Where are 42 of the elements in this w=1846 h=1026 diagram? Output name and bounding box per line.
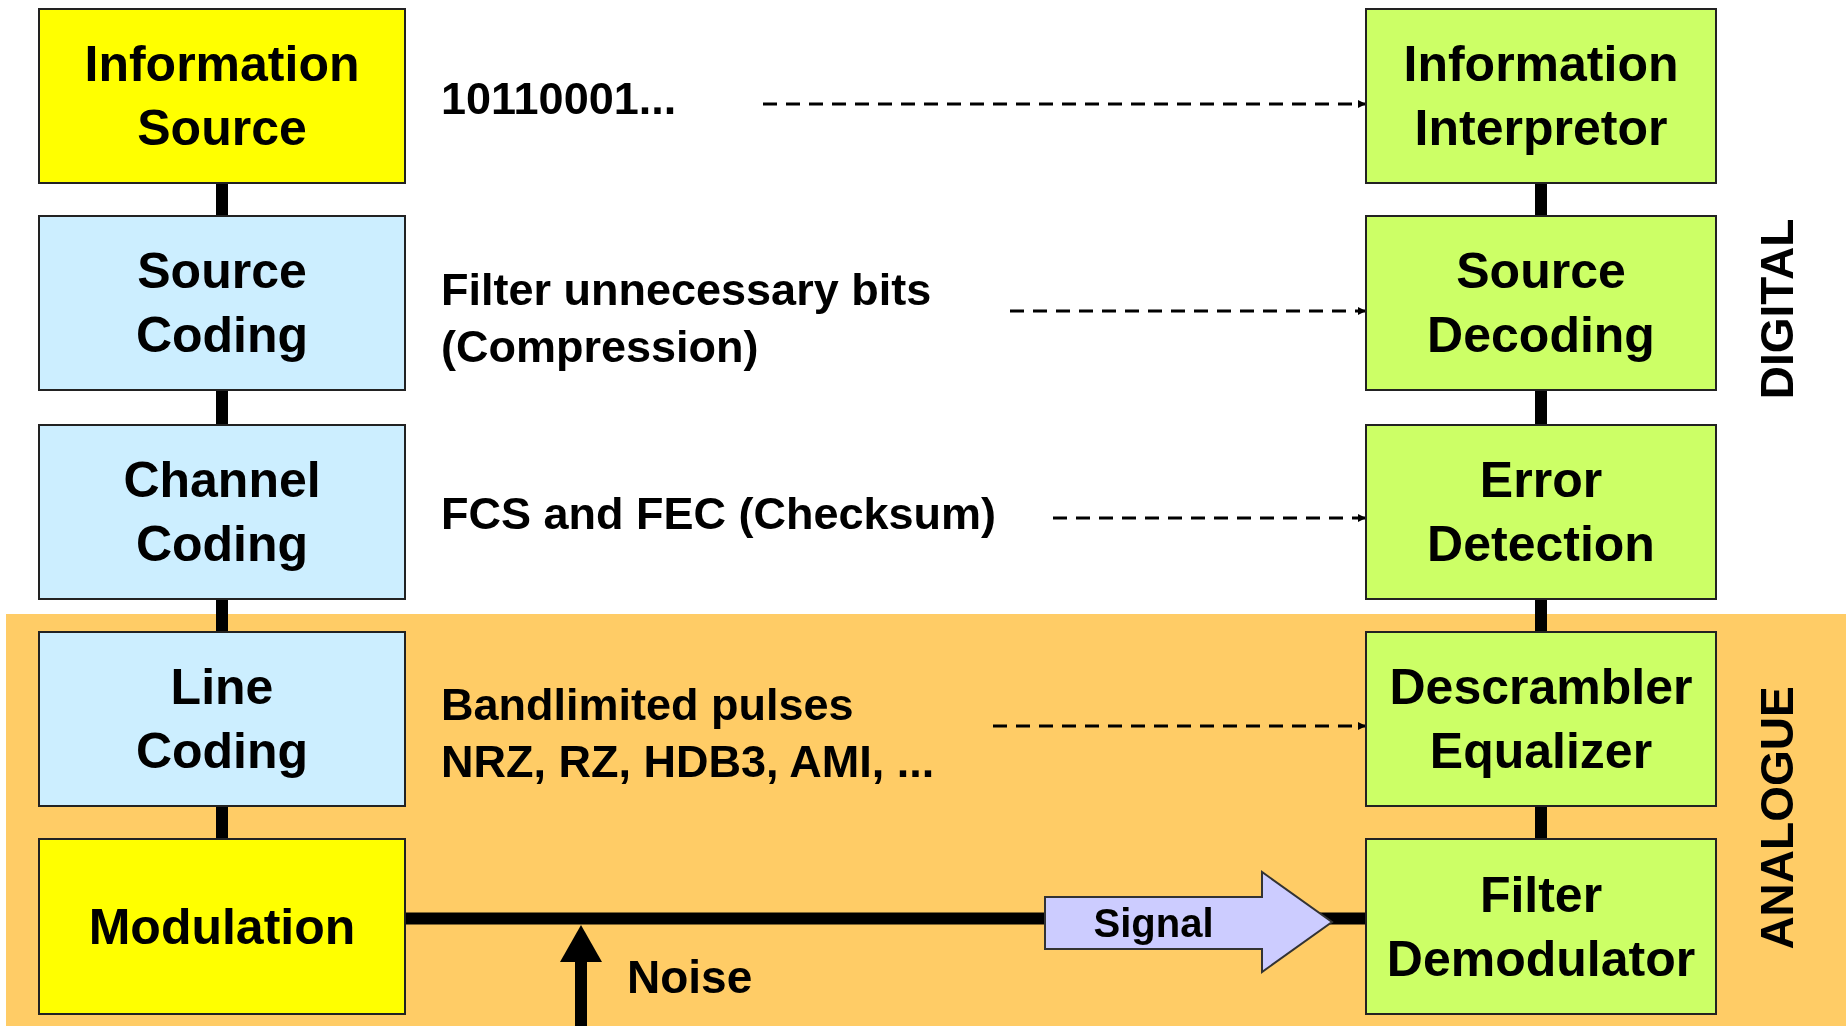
box-label: Error Detection: [1427, 451, 1655, 574]
box-label: Information Source: [84, 35, 360, 158]
region-label: DIGITAL: [1754, 218, 1800, 400]
connector-line: [216, 184, 228, 215]
process-box: [38, 631, 406, 807]
process-box: [1365, 838, 1717, 1015]
connector-line: [1535, 184, 1547, 215]
process-box: [38, 424, 406, 600]
box-label: Filter Demodulator: [1386, 865, 1696, 989]
box-label: Information Interpretor: [1403, 35, 1679, 158]
box-label: Descrambler Equalizer: [1389, 658, 1693, 781]
process-box: [1365, 424, 1717, 600]
box-label: Channel Coding: [123, 451, 321, 574]
analogue-band: [6, 614, 1846, 1026]
annotation-text: Filter unnecessary bits (Compression): [441, 263, 933, 374]
connector-line: [216, 600, 228, 631]
connector-line: [216, 391, 228, 424]
dashed-arrow: [763, 100, 1366, 108]
dashed-arrow: [1010, 307, 1366, 315]
noise-label: Noise: [627, 952, 753, 1002]
connector-line: [1535, 600, 1547, 631]
process-box: [38, 8, 406, 184]
dashed-arrow: [993, 722, 1366, 730]
process-box: [38, 838, 406, 1015]
process-box: [38, 215, 406, 391]
connector-line: [1535, 391, 1547, 424]
annotation-text: NRZ, RZ, HDB3, AMI, ...: [441, 735, 936, 789]
process-box: [1365, 8, 1717, 184]
process-box: [1365, 215, 1717, 391]
box-label: Modulation: [88, 897, 356, 957]
annotation-text: Bandlimited pulses: [441, 678, 855, 732]
band-label: ANALOGUE: [1754, 686, 1800, 950]
process-box: [1365, 631, 1717, 807]
box-label: Line Coding: [135, 658, 309, 781]
dashed-arrow: [1053, 514, 1366, 522]
box-label: Source Coding: [135, 242, 309, 365]
annotation-text: FCS and FEC (Checksum): [441, 486, 998, 541]
annotation-text: 10110001...: [441, 71, 678, 126]
connector-line: [216, 807, 228, 838]
signal-label: Signal: [1093, 903, 1214, 943]
connector-line: [1535, 807, 1547, 838]
box-label: Source Decoding: [1427, 242, 1655, 365]
